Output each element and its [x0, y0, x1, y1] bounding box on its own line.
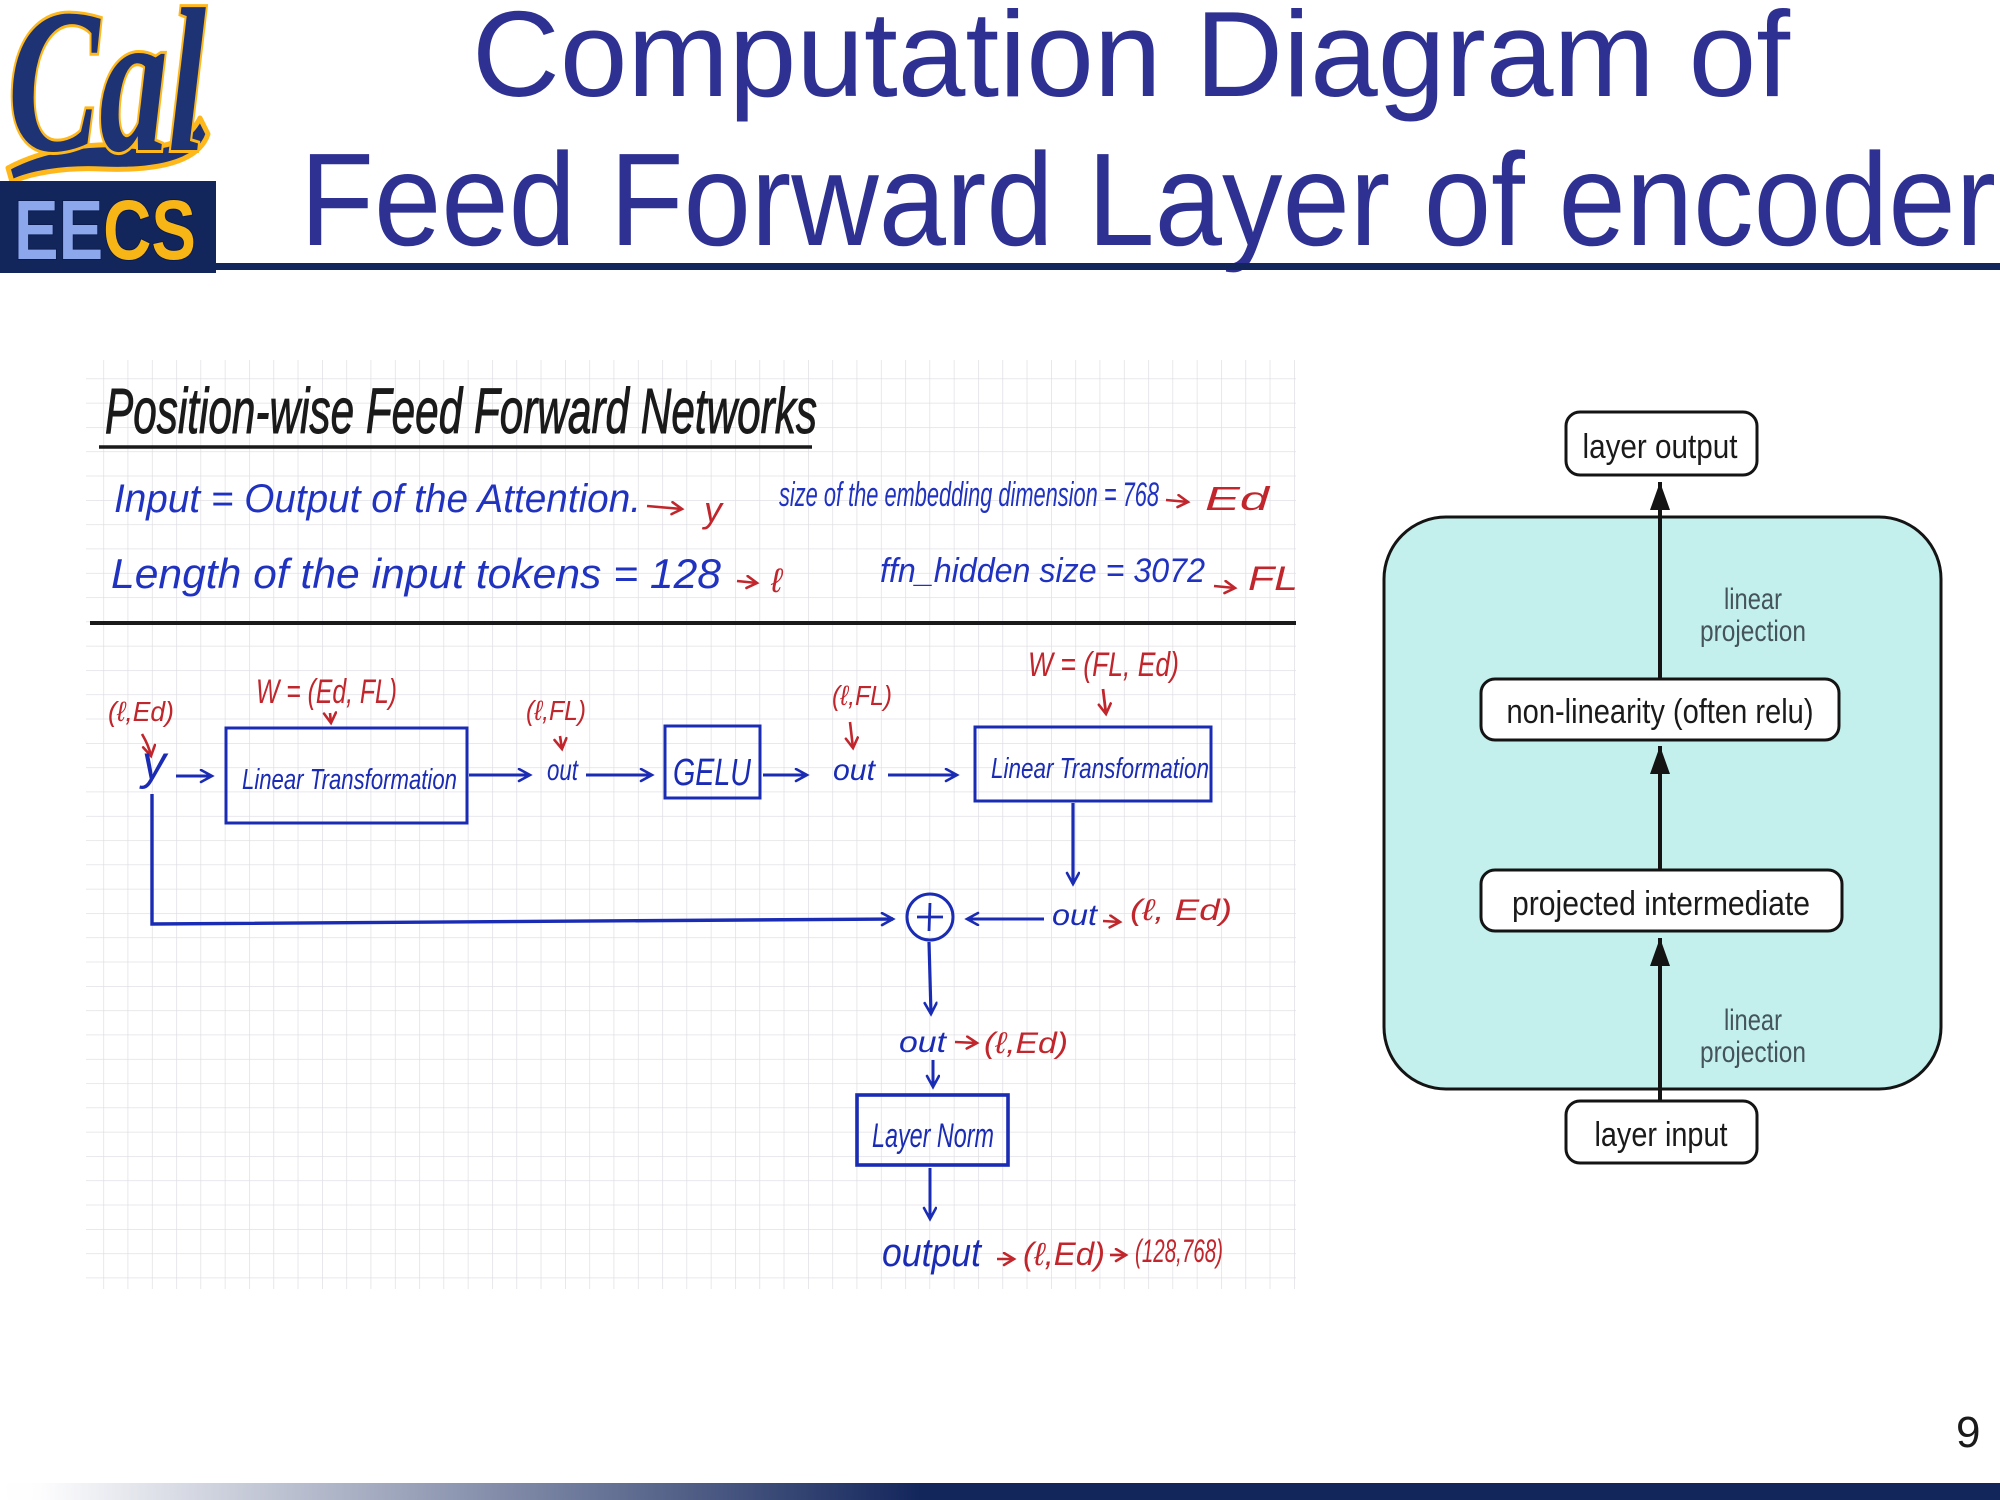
svg-text:output: output: [882, 1231, 983, 1275]
svg-text:9: 9: [1956, 1408, 1980, 1457]
svg-text:size of the embedding dimensio: size of the embedding dimension = 768: [779, 476, 1159, 514]
svg-text:(ℓ, Ed): (ℓ, Ed): [1130, 894, 1232, 927]
svg-text:GELU: GELU: [673, 752, 751, 794]
svg-text:Layer Norm: Layer Norm: [872, 1117, 994, 1155]
svg-text:Linear Transformation: Linear Transformation: [991, 753, 1209, 785]
svg-text:linear: linear: [1724, 583, 1782, 616]
svg-text:non-linearity (often relu): non-linearity (often relu): [1507, 693, 1814, 731]
svg-text:out: out: [1052, 899, 1099, 932]
svg-text:Position-wise Feed Forward Net: Position-wise Feed Forward Networks: [105, 375, 817, 447]
svg-text:(ℓ,Ed): (ℓ,Ed): [1023, 1236, 1105, 1272]
svg-text:y: y: [139, 737, 169, 790]
svg-text:Input = Output of the Attentio: Input = Output of the Attention.: [114, 477, 641, 521]
svg-text:out: out: [547, 754, 579, 787]
svg-text:ffn_hidden size = 3072: ffn_hidden size = 3072: [880, 552, 1205, 590]
svg-text:(128,768): (128,768): [1135, 1233, 1223, 1269]
svg-text:Feed Forward Layer of encoder: Feed Forward Layer of encoder: [300, 126, 1996, 273]
svg-text:ℓ: ℓ: [770, 562, 784, 600]
svg-text:layer input: layer input: [1595, 1116, 1728, 1154]
svg-text:Cal: Cal: [8, 0, 206, 195]
svg-text:(ℓ,Ed): (ℓ,Ed): [108, 696, 174, 727]
svg-text:y: y: [701, 489, 724, 530]
svg-text:Ed: Ed: [1205, 480, 1272, 517]
svg-text:(ℓ,Ed): (ℓ,Ed): [984, 1027, 1068, 1060]
svg-text:Computation Diagram of: Computation Diagram of: [472, 0, 1791, 122]
svg-text:EECS: EECS: [14, 183, 196, 277]
svg-text:W = (Ed, FL): W = (Ed, FL): [256, 673, 397, 711]
svg-text:(ℓ,FL): (ℓ,FL): [526, 695, 586, 726]
svg-text:projection: projection: [1700, 1036, 1806, 1069]
svg-text:layer output: layer output: [1583, 428, 1738, 466]
svg-text:Length of the input tokens = 1: Length of the input tokens = 128: [111, 550, 722, 597]
svg-text:out: out: [833, 754, 877, 787]
svg-text:projected intermediate: projected intermediate: [1512, 885, 1810, 923]
svg-text:Linear Transformation: Linear Transformation: [242, 764, 457, 796]
svg-text:out: out: [899, 1026, 948, 1059]
svg-text:(ℓ,FL): (ℓ,FL): [832, 680, 892, 711]
svg-text:projection: projection: [1700, 615, 1806, 648]
svg-text:FL: FL: [1248, 560, 1298, 598]
svg-text:linear: linear: [1724, 1004, 1782, 1037]
svg-text:W = (FL, Ed): W = (FL, Ed): [1028, 646, 1179, 684]
